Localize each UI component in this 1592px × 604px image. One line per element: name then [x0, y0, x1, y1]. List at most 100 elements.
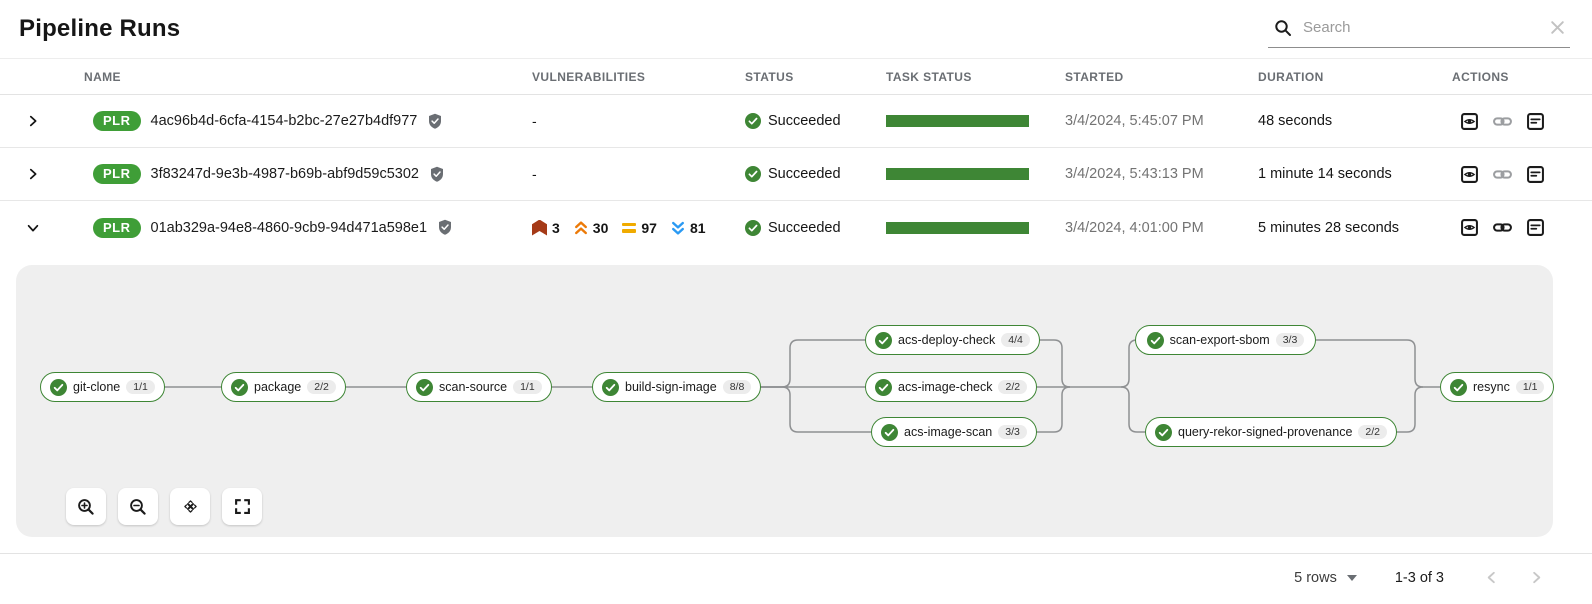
- pagination-bar: 5 rows 1-3 of 3: [0, 554, 1592, 601]
- previous-page-button[interactable]: [1482, 568, 1501, 587]
- task-status-bar: [886, 115, 1029, 127]
- task-succeeded-icon: [416, 378, 433, 396]
- task-node-package[interactable]: package 2/2: [221, 372, 346, 402]
- pagination-range: 1-3 of 3: [1394, 569, 1444, 586]
- task-status-bar: [886, 168, 1029, 180]
- task-node-acs-image-check[interactable]: acs-image-check 2/2: [865, 372, 1038, 402]
- view-output-button[interactable]: [1459, 111, 1480, 132]
- output-eye-icon: [1461, 165, 1478, 183]
- table-row: PLR 3f83247d-9e3b-4987-b69b-abf9d59c5302…: [0, 148, 1592, 201]
- search-box[interactable]: [1268, 10, 1570, 48]
- clear-search-icon[interactable]: [1549, 19, 1566, 36]
- link-icon: [1493, 116, 1512, 126]
- duration: 5 minutes 28 seconds: [1258, 219, 1400, 236]
- col-vulnerabilities: VULNERABILITIES: [532, 69, 646, 84]
- pipeline-visualization[interactable]: git-clone 1/1 package 2/2 scan-source 1/…: [16, 265, 1555, 537]
- shield-check-icon: [430, 166, 443, 182]
- view-output-button[interactable]: [1459, 217, 1480, 238]
- vulnerabilities-value: -: [532, 113, 537, 129]
- low-vulns: 81: [671, 220, 706, 236]
- fit-to-screen-button[interactable]: [170, 488, 210, 525]
- col-status: STATUS: [745, 69, 794, 84]
- task-step-count: 1/1: [126, 379, 155, 395]
- col-actions: ACTIONS: [1452, 69, 1509, 84]
- col-duration: DURATION: [1258, 69, 1324, 84]
- caret-down-icon: [1346, 574, 1357, 581]
- task-node-resync[interactable]: resync 1/1: [1440, 372, 1555, 402]
- plr-badge: PLR: [93, 217, 141, 238]
- chevron-right-icon: [1533, 571, 1541, 584]
- copy-link-button[interactable]: [1491, 217, 1514, 238]
- task-node-git-clone[interactable]: git-clone 1/1: [40, 372, 165, 402]
- task-step-count: 8/8: [722, 379, 752, 395]
- view-output-button[interactable]: [1459, 164, 1480, 185]
- task-node-acs-image-scan[interactable]: acs-image-scan 3/3: [871, 417, 1037, 447]
- expand-row-button[interactable]: [22, 110, 44, 132]
- output-eye-icon: [1461, 112, 1478, 130]
- shield-check-icon: [439, 219, 452, 235]
- task-step-count: 4/4: [1001, 332, 1030, 348]
- high-severity-icon: [574, 220, 587, 234]
- task-node-query-rekor-signed-provenance[interactable]: query-rekor-signed-provenance 2/2: [1145, 417, 1398, 447]
- search-input[interactable]: [1303, 19, 1538, 36]
- chevron-left-icon: [1487, 571, 1495, 584]
- chevron-right-icon: [29, 115, 37, 127]
- zoom-in-button[interactable]: [66, 488, 106, 525]
- pipeline-run-name[interactable]: 4ac96b4d-6cfa-4154-b2bc-27e27b4df977: [150, 113, 418, 129]
- zoom-in-icon: [78, 498, 94, 515]
- logs-icon: [1527, 112, 1544, 130]
- chevron-down-icon: [27, 224, 39, 231]
- next-page-button[interactable]: [1527, 568, 1546, 587]
- started-time: 3/4/2024, 5:43:13 PM: [1065, 166, 1204, 182]
- task-succeeded-icon: [602, 378, 619, 396]
- shield-check-icon: [429, 113, 442, 129]
- chevron-right-icon: [29, 168, 37, 180]
- task-node-scan-export-sbom[interactable]: scan-export-sbom 3/3: [1135, 325, 1316, 355]
- task-succeeded-icon: [231, 378, 248, 396]
- col-name: NAME: [84, 69, 121, 84]
- logs-icon: [1527, 165, 1544, 183]
- fullscreen-icon: [234, 499, 250, 514]
- logs-icon: [1527, 219, 1544, 236]
- copy-link-button[interactable]: [1491, 111, 1514, 132]
- task-node-scan-source[interactable]: scan-source 1/1: [406, 372, 552, 402]
- view-logs-button[interactable]: [1525, 217, 1546, 238]
- low-severity-icon: [671, 221, 684, 235]
- pipeline-run-name[interactable]: 3f83247d-9e3b-4987-b69b-abf9d59c5302: [150, 166, 419, 182]
- duration: 48 seconds: [1258, 113, 1333, 129]
- pipeline-run-name[interactable]: 01ab329a-94e8-4860-9cb9-94d471a598e1: [150, 219, 428, 236]
- view-logs-button[interactable]: [1525, 164, 1546, 185]
- view-logs-button[interactable]: [1525, 111, 1546, 132]
- status-text: Succeeded: [768, 219, 841, 236]
- table-row: PLR 4ac96b4d-6cfa-4154-b2bc-27e27b4df977…: [0, 95, 1592, 148]
- task-node-acs-deploy-check[interactable]: acs-deploy-check 4/4: [865, 325, 1040, 355]
- task-succeeded-icon: [875, 378, 892, 396]
- started-time: 3/4/2024, 4:01:00 PM: [1065, 219, 1204, 236]
- top-bar: Pipeline Runs: [0, 0, 1592, 58]
- task-step-count: 3/3: [998, 424, 1027, 440]
- task-succeeded-icon: [881, 423, 898, 441]
- task-step-count: 1/1: [1515, 379, 1545, 395]
- started-time: 3/4/2024, 5:45:07 PM: [1065, 113, 1204, 129]
- task-step-count: 3/3: [1275, 332, 1305, 348]
- plr-badge: PLR: [93, 164, 141, 184]
- table-header: NAME VULNERABILITIES STATUS TASK STATUS …: [0, 58, 1592, 95]
- graph-controls: [66, 488, 262, 525]
- medium-vulns: 97: [622, 220, 657, 236]
- status-text: Succeeded: [768, 166, 841, 182]
- col-started: STARTED: [1065, 69, 1124, 84]
- rows-per-page-select[interactable]: 5 rows: [1294, 570, 1357, 586]
- expand-row-button[interactable]: [22, 163, 44, 185]
- task-node-build-sign-image[interactable]: build-sign-image 8/8: [592, 372, 762, 402]
- task-status-bar: [886, 221, 1029, 234]
- link-icon: [1493, 223, 1512, 232]
- fit-to-screen-icon: [183, 500, 197, 513]
- succeeded-icon: [745, 219, 761, 236]
- copy-link-button[interactable]: [1491, 164, 1514, 185]
- collapse-row-button[interactable]: [22, 217, 44, 239]
- task-succeeded-icon: [1146, 331, 1164, 349]
- succeeded-icon: [745, 113, 761, 129]
- task-succeeded-icon: [1450, 378, 1467, 396]
- fullscreen-button[interactable]: [222, 488, 262, 525]
- zoom-out-button[interactable]: [118, 488, 158, 525]
